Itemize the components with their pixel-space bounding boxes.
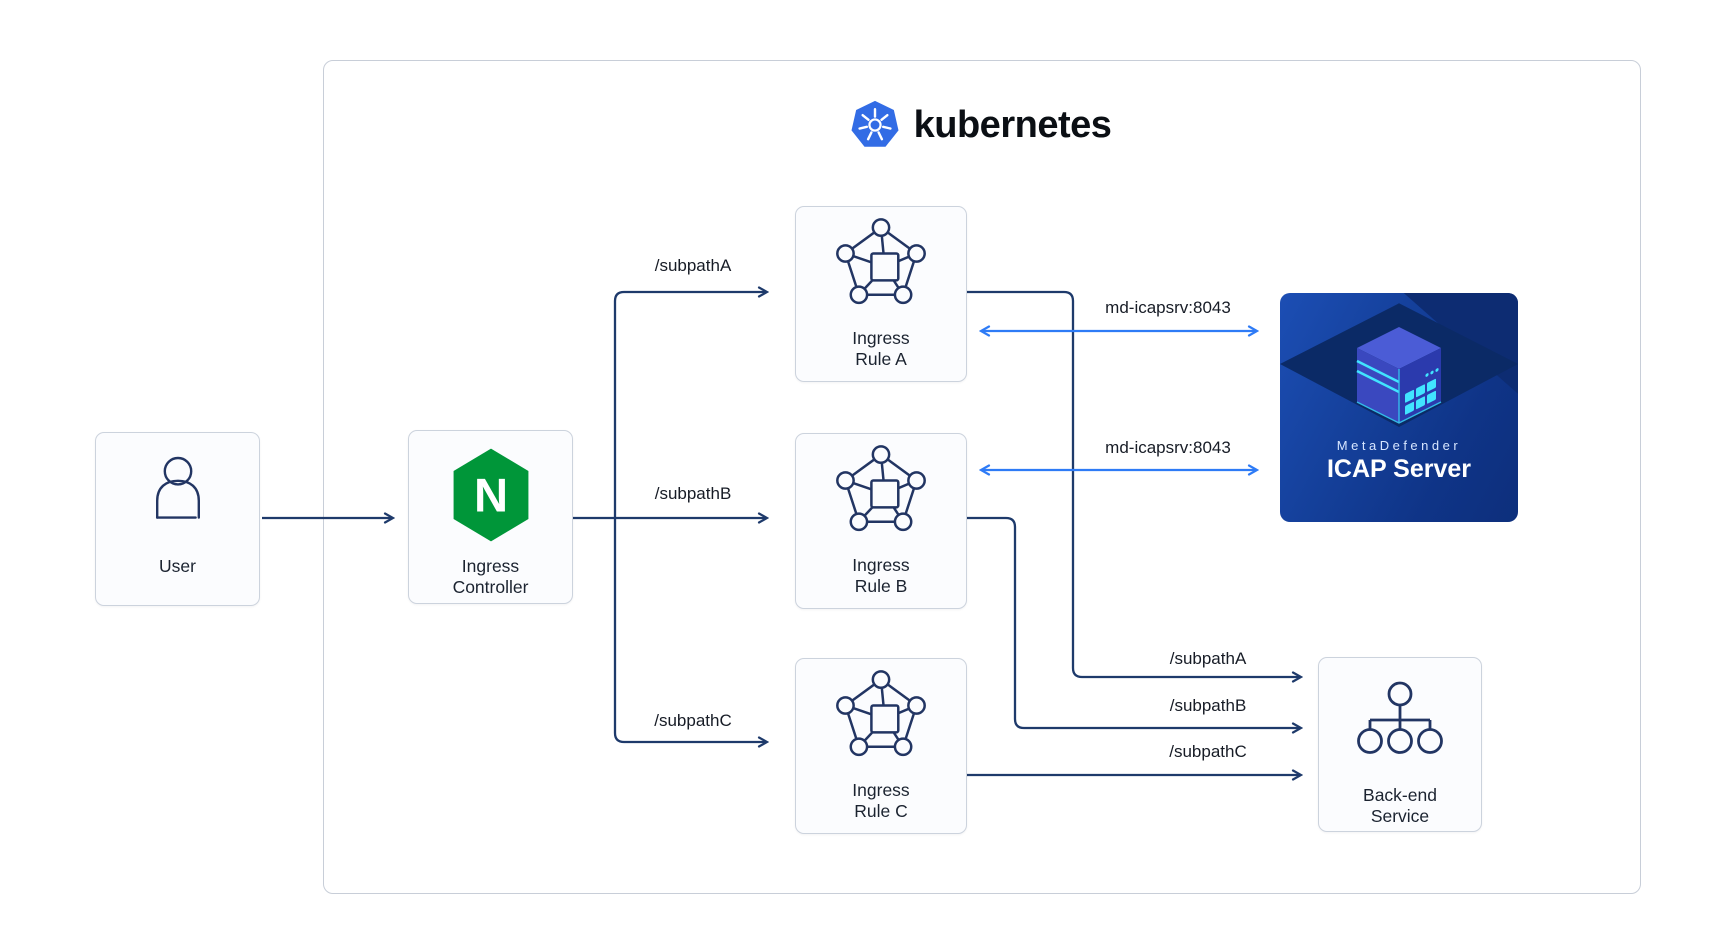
ingress-rule-c-label: Ingress Rule C [796, 780, 966, 822]
ingress-rule-c-label-line2: Rule C [854, 801, 908, 821]
backend-service-label-line2: Service [1370, 806, 1430, 826]
nginx-icon: N [450, 447, 532, 548]
ingress-controller-card: N Ingress Controller [408, 430, 573, 604]
ingress-rule-c-card: Ingress Rule C [795, 658, 967, 834]
edge-label-subpathc-right: /subpathC [1169, 742, 1247, 761]
edge-label-icap-a: md-icapsrv:8043 [1105, 298, 1231, 317]
user-card: User [95, 432, 260, 606]
kubernetes-wordmark: kubernetes [913, 103, 1112, 146]
ingress-controller-label-line2: Controller [452, 577, 529, 597]
user-icon [138, 448, 218, 533]
backend-service-card: Back-end Service [1318, 657, 1482, 832]
edge-label-subpatha-left: /subpathA [654, 256, 732, 275]
ingress-rule-b-label: Ingress Rule B [796, 555, 966, 597]
ingress-rule-a-label-line2: Rule A [855, 349, 907, 369]
edge-label-subpatha-right: /subpathA [1169, 649, 1247, 668]
server-stack-icon [1356, 327, 1442, 424]
icap-server-card: MetaDefender ICAP Server [1280, 293, 1518, 522]
backend-service-label-line1: Back-end [1363, 785, 1437, 805]
ingress-rule-c-label-line1: Ingress [852, 780, 910, 800]
ingress-rule-network-icon [833, 217, 929, 318]
backend-service-label: Back-end Service [1319, 785, 1481, 827]
edge-label-icap-b: md-icapsrv:8043 [1105, 438, 1231, 457]
edge-label-subpathb-left: /subpathB [654, 484, 732, 503]
backend-tree-icon [1350, 672, 1450, 777]
ingress-controller-label-line1: Ingress [461, 556, 520, 576]
ingress-rule-network-icon [833, 444, 929, 545]
ingress-controller-label: Ingress Controller [409, 556, 572, 598]
edge-label-subpathb-right: /subpathB [1169, 696, 1247, 715]
ingress-rule-a-card: Ingress Rule A [795, 206, 967, 382]
ingress-rule-a-label: Ingress Rule A [796, 328, 966, 370]
ingress-rule-b-label-line1: Ingress [852, 555, 910, 575]
ingress-rule-b-label-line2: Rule B [854, 576, 908, 596]
kubernetes-title: kubernetes [790, 97, 1170, 153]
icap-brand-text: MetaDefender [1336, 438, 1462, 453]
ingress-rule-b-card: Ingress Rule B [795, 433, 967, 609]
svg-text:N: N [473, 468, 507, 521]
ingress-rule-a-label-line1: Ingress [852, 328, 910, 348]
kubernetes-logo-icon [851, 100, 899, 147]
edge-label-subpathc-left: /subpathC [654, 711, 732, 730]
icap-title-text: ICAP Server [1326, 455, 1472, 483]
ingress-rule-network-icon [833, 669, 929, 770]
user-label: User [159, 556, 196, 576]
